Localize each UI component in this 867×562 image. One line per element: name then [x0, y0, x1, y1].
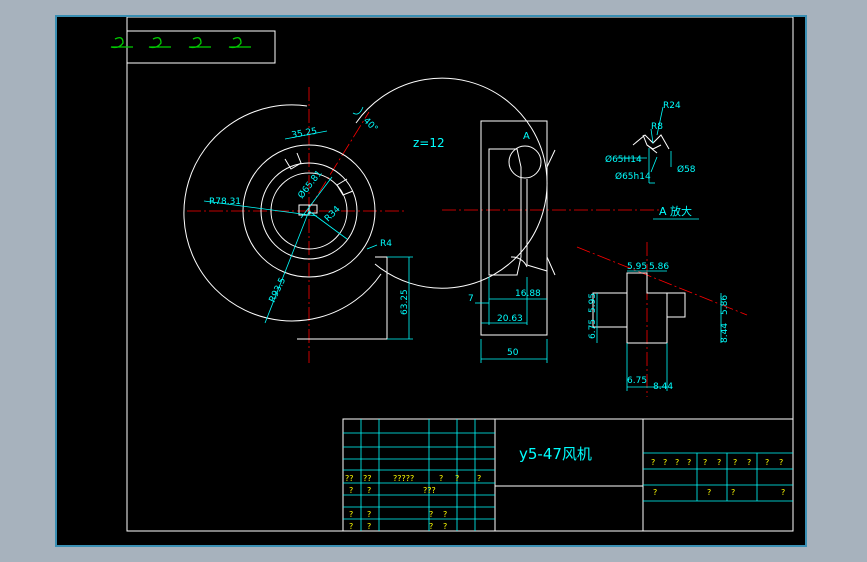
dim-844-right: 8.44 [720, 323, 730, 343]
dim-r7831: R78.31 [209, 197, 241, 207]
mark-r4-4: ? [443, 522, 447, 531]
mark-rr1-3: ? [675, 458, 679, 467]
cross-view [592, 272, 686, 344]
mark-rr1-5: ? [703, 458, 707, 467]
mark-l4: ? [439, 474, 443, 483]
dim-586-right: 5.86 [720, 295, 730, 315]
dim-595-left: 5.95 [588, 293, 598, 313]
mark-l5: ? [455, 474, 459, 483]
title-block-marks: ?? ?? ????? ? ? ? ? ? ??? ? ? ? ? ? ? ? … [345, 458, 785, 531]
mark-r3-3: ? [429, 510, 433, 519]
mark-rr1-8: ? [747, 458, 751, 467]
dim-d65h14-upper: Ø65H14 [605, 154, 642, 165]
dim-675-left: 6.75 [588, 319, 598, 339]
mark-rr1-7: ? [733, 458, 737, 467]
mark-rr1-6: ? [717, 458, 721, 467]
mark-m2: ? [367, 486, 371, 495]
mark-rr2-2: ? [707, 488, 711, 497]
cross-labels: 5.95 5.86 5.95 6.75 5.86 8.44 6.75 8.44 [588, 262, 730, 392]
dim-586-top: 5.86 [649, 262, 669, 272]
front-view [183, 77, 548, 340]
drawing-sheet: R78.31 R93.5 Ø65.81 R34 35.25 40° R4 63.… [55, 15, 807, 547]
drawing-title: y5-47风机 [519, 445, 592, 463]
dim-50: 50 [507, 348, 519, 358]
section-label-a: A [523, 131, 530, 142]
mark-m3: ??? [423, 486, 436, 495]
dim-595-top: 5.95 [627, 262, 647, 272]
mark-r4-2: ? [367, 522, 371, 531]
mark-rr1-2: ? [663, 458, 667, 467]
mark-r3-2: ? [367, 510, 371, 519]
cad-drawing: R78.31 R93.5 Ø65.81 R34 35.25 40° R4 63.… [110, 17, 794, 532]
dim-844-bottom: 8.44 [653, 382, 673, 392]
mark-rr1-9: ? [765, 458, 769, 467]
dim-675-bottom: 6.75 [627, 376, 647, 386]
title-block [342, 418, 794, 532]
center-lines [187, 87, 748, 397]
dim-3525: 35.25 [291, 127, 318, 141]
section-labels: A z=12 7 16.88 20.63 50 [413, 131, 541, 358]
mark-rr2-1: ? [653, 488, 657, 497]
mark-r3-1: ? [349, 510, 353, 519]
dim-r8: R8 [651, 122, 663, 132]
mark-r4-1: ? [349, 522, 353, 531]
mark-r3-4: ? [443, 510, 447, 519]
green-marks [110, 37, 251, 49]
mark-rr1-4: ? [687, 458, 691, 467]
dim-2063: 20.63 [497, 314, 523, 324]
dim-d65h14-lower: Ø65h14 [615, 171, 651, 182]
title-grid [343, 419, 793, 531]
section-dims [475, 277, 548, 363]
mark-rr2-3: ? [731, 488, 735, 497]
dim-40deg: 40° [361, 116, 379, 134]
mark-m1: ? [349, 486, 353, 495]
detail-dims [617, 106, 699, 220]
mark-l6: ? [477, 474, 481, 483]
detail-labels: R24 R8 Ø65H14 Ø65h14 Ø58 A 放大 [605, 101, 696, 218]
dim-6325: 63.25 [400, 289, 410, 315]
mark-l3: ????? [393, 474, 414, 483]
mark-rr1-10: ? [779, 458, 783, 467]
detail-view [632, 134, 670, 154]
section-view [480, 120, 556, 336]
dim-7: 7 [468, 294, 474, 304]
front-dims [203, 106, 413, 340]
mark-rr1-1: ? [651, 458, 655, 467]
mark-rr2-4: ? [781, 488, 785, 497]
dim-r4: R4 [380, 239, 392, 249]
front-dim-labels: R78.31 R93.5 Ø65.81 R34 35.25 40° R4 63.… [209, 116, 410, 315]
mark-l1: ?? [345, 474, 354, 483]
cross-dims [596, 270, 722, 391]
dim-r24: R24 [663, 101, 681, 111]
dim-d58: Ø58 [677, 164, 696, 175]
dim-r34: R34 [323, 204, 343, 224]
dim-1688: 16.88 [515, 289, 541, 299]
mark-r4-3: ? [429, 522, 433, 531]
teeth-count: z=12 [413, 136, 445, 150]
mark-l2: ?? [363, 474, 372, 483]
inner-frame [126, 17, 794, 532]
detail-caption: A 放大 [659, 204, 692, 218]
dim-r935: R93.5 [268, 276, 289, 304]
